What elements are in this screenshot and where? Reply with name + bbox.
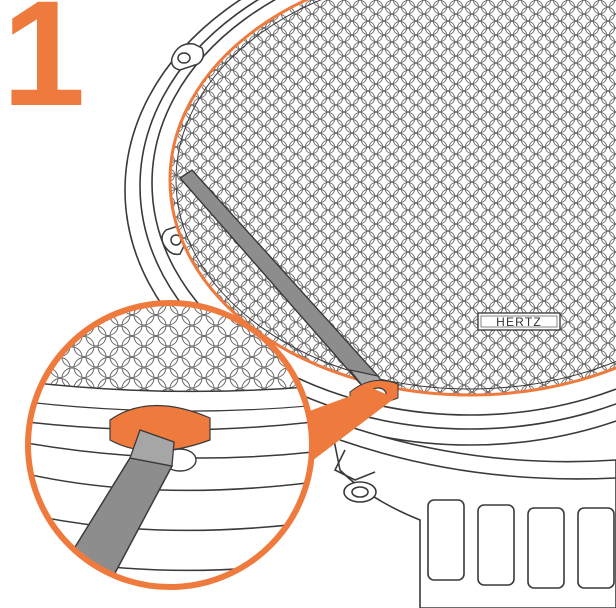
speaker-basket: [328, 418, 616, 608]
speaker-grille: [168, 0, 616, 397]
brand-badge: HERTZ: [477, 312, 561, 331]
brand-logo-text: HERTZ: [496, 315, 542, 329]
step-number: 1: [2, 0, 86, 137]
speaker-frame: [124, 0, 616, 446]
